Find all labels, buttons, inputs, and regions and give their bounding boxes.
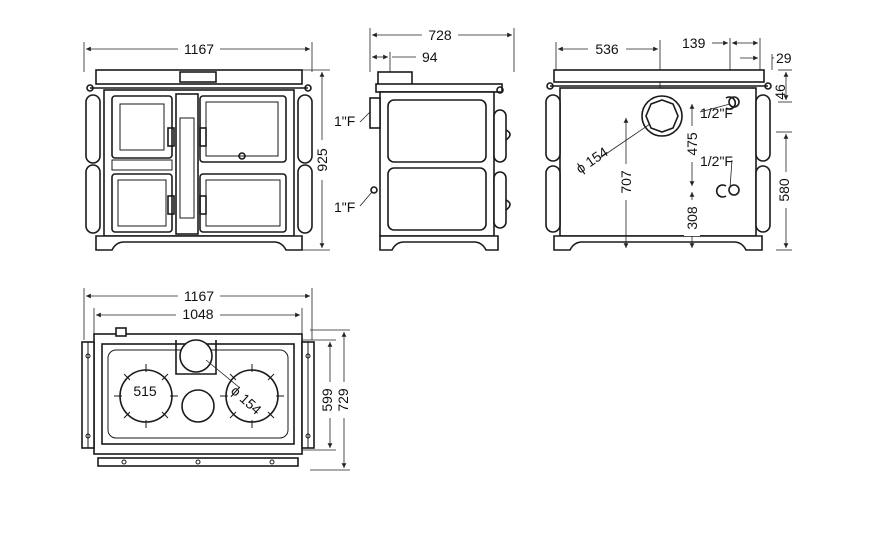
rear-body — [559, 87, 757, 237]
rear-view: 536 139 29 — [545, 35, 794, 251]
handle-icon — [199, 127, 207, 147]
side-front-rail-upper — [493, 109, 507, 163]
ash-door-panel — [117, 179, 167, 227]
rear-707-label: 707 — [618, 170, 634, 194]
top-width-dimension: 1167 — [83, 287, 313, 340]
top-flue-notch — [175, 340, 217, 375]
top-view: 1167 1048 599 729 — [81, 287, 353, 471]
side-top-plate — [375, 83, 503, 93]
side-panel-upper — [387, 99, 487, 163]
front-height-label: 925 — [314, 148, 330, 172]
top-center-hotplate-ring — [181, 389, 215, 423]
rear-flue-flange — [645, 99, 679, 133]
rear-left-rail-lower — [545, 165, 561, 233]
rear-plinth — [553, 235, 763, 251]
rear-475-dimension: 475 — [684, 104, 700, 186]
rear-580-dimension: 580 — [776, 131, 794, 251]
rear-left-rail-upper — [545, 94, 561, 162]
rear-right-offset-label: 139 — [682, 35, 706, 51]
side-front-rail-lower — [493, 171, 507, 229]
top-width-label: 1167 — [184, 288, 214, 304]
rear-edge-offset-dimension: 29 — [740, 50, 792, 70]
ash-door — [111, 173, 173, 233]
top-depth-inner-label: 599 — [319, 388, 335, 412]
rear-475-label: 475 — [684, 132, 700, 156]
top-front-rail — [97, 457, 299, 467]
handle-icon — [199, 195, 207, 215]
side-depth-label: 728 — [428, 27, 452, 43]
center-channel — [179, 117, 195, 219]
rear-top-offset-dimension: 46 — [772, 69, 792, 103]
air-control-bar — [111, 159, 173, 171]
top-hob-width-label: 1048 — [182, 306, 213, 322]
rear-flue-x-label: 536 — [595, 41, 619, 57]
rear-right-rail-upper — [755, 94, 771, 162]
rear-upper-conn-label: 1/2"F — [700, 105, 733, 121]
right-side-rail-lower — [297, 164, 313, 234]
rear-upper-connection-icon — [725, 96, 737, 110]
rear-580-label: 580 — [776, 178, 792, 202]
front-height-dimension: 925 — [300, 69, 330, 251]
side-panel-lower — [387, 167, 487, 231]
firebox-window — [119, 103, 165, 151]
handle-icon — [167, 127, 175, 147]
front-body — [103, 89, 295, 237]
front-width-label: 1167 — [184, 41, 214, 57]
top-hob-width-dimension: 1048 — [93, 305, 303, 336]
side-body — [379, 91, 495, 237]
rear-308-label: 308 — [684, 206, 700, 230]
side-flue-offset-label: 94 — [422, 49, 438, 65]
rear-flue-x-dimension: 536 — [555, 40, 661, 96]
firebox-door — [111, 95, 173, 159]
top-flue-tab — [115, 327, 127, 337]
front-width-dimension: 1167 — [83, 40, 313, 72]
right-side-rail-upper — [297, 94, 313, 164]
front-top-detail — [179, 71, 217, 83]
side-plinth — [379, 235, 499, 251]
rear-top-plate — [553, 69, 765, 83]
side-handle-icon — [505, 129, 511, 211]
top-depth-dimensions: 599 729 — [300, 329, 353, 471]
side-flue-offset-dimension: 94 — [372, 49, 438, 72]
side-upper-connection — [369, 97, 381, 129]
side-view: 728 94 1"F 1"F — [334, 26, 515, 251]
rear-edge-offset-label: 29 — [776, 50, 792, 66]
rear-lower-connection-icon — [728, 184, 740, 196]
left-side-rail-lower — [85, 164, 101, 234]
rear-top-offset-label: 46 — [772, 84, 788, 100]
rear-308-dimension: 308 — [684, 192, 700, 248]
side-depth-dimension: 728 — [369, 26, 515, 72]
top-flue-outlet — [179, 339, 213, 373]
top-depth-outer-label: 729 — [335, 388, 351, 412]
center-column — [175, 93, 199, 235]
front-plinth — [95, 235, 303, 251]
rear-lower-conn-label: 1/2"F — [700, 153, 733, 169]
side-upper-conn-label: 1"F — [334, 113, 355, 129]
front-view: 1167 925 — [83, 40, 330, 251]
left-side-rail-upper — [85, 94, 101, 164]
rear-right-offset-dimension: 139 — [682, 35, 761, 70]
top-plate-label: 515 — [133, 383, 157, 399]
rear-flue-outlet — [641, 95, 683, 137]
side-lower-connection — [370, 186, 378, 194]
oven-thermometer-icon — [238, 152, 246, 160]
side-lower-conn-label: 1"F — [334, 199, 355, 215]
handle-icon — [167, 195, 175, 215]
rear-right-rail-lower — [755, 165, 771, 233]
rear-707-dimension: 707 — [616, 118, 634, 248]
